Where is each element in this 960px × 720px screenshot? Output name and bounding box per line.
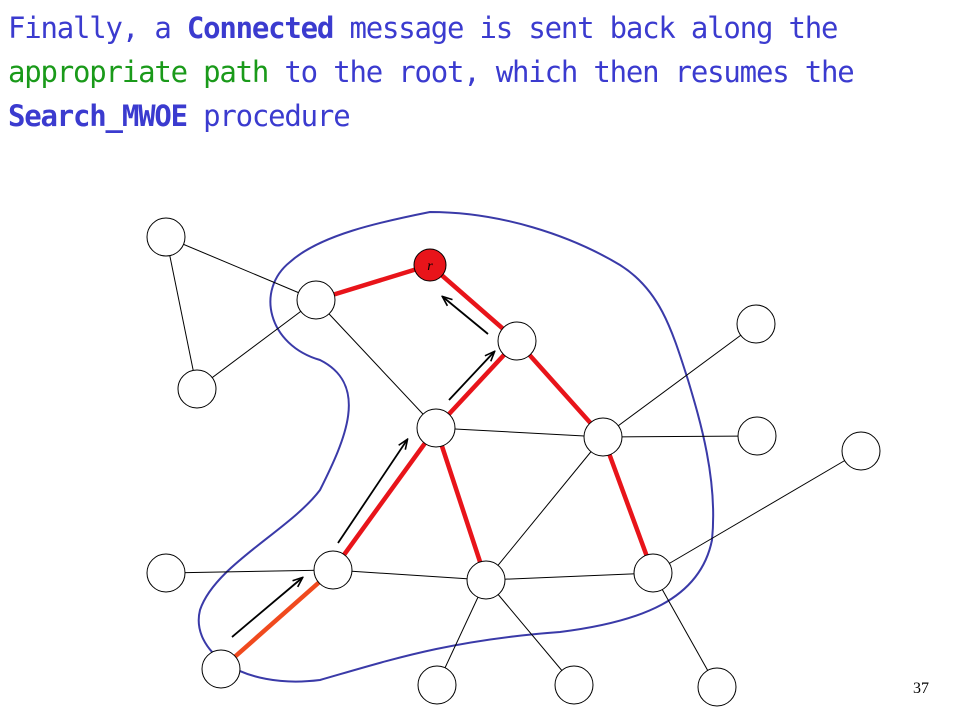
graph-edge	[652, 572, 718, 688]
graph-node	[497, 321, 537, 361]
page-number: 37	[913, 680, 929, 697]
graph-edge	[485, 572, 654, 581]
graph-node	[697, 667, 737, 707]
graph-edge	[315, 299, 437, 429]
graph-node	[417, 665, 457, 705]
graph-node	[466, 560, 506, 600]
graph-node	[177, 369, 217, 409]
graph-edge	[165, 236, 317, 301]
tree-edge	[315, 262, 431, 303]
root-label: r	[427, 259, 433, 274]
graph-edge	[196, 299, 317, 390]
title-part-1: Connected	[186, 11, 335, 45]
graph-edge	[602, 323, 757, 438]
tree-edge	[434, 339, 519, 430]
graph-edge	[165, 569, 334, 574]
title-part-5: Search_MWOE	[8, 99, 188, 133]
graph-node	[736, 304, 776, 344]
graph-node	[416, 408, 456, 448]
tree-edge	[600, 436, 656, 574]
message-arrow	[231, 578, 302, 638]
graph-edge	[332, 569, 487, 581]
graph-node	[841, 431, 881, 471]
graph-edge	[165, 236, 198, 390]
message-edge	[219, 568, 335, 671]
tree-edge	[433, 427, 489, 581]
graph-node	[146, 217, 186, 257]
title-part-4: to the root, which then resumes the	[268, 55, 854, 89]
tree-edge	[515, 339, 605, 439]
graph-node	[583, 417, 623, 457]
graph-node	[633, 553, 673, 593]
graph-node	[146, 553, 186, 593]
graph-node	[737, 416, 777, 456]
graph-edge	[652, 450, 862, 574]
title-part-2: message is sent back along the	[333, 11, 838, 45]
title-part-6: procedure	[186, 99, 351, 133]
graph-edge	[485, 436, 604, 581]
message-arrow	[337, 440, 407, 544]
graph-node	[201, 649, 241, 689]
tree-edge	[331, 426, 438, 572]
message-arrow	[443, 297, 489, 335]
message-arrow	[448, 352, 494, 401]
title-part-0: Finally, a	[8, 11, 187, 45]
root-node	[413, 248, 447, 282]
title-part-3: appropriate path	[8, 55, 269, 89]
slide-title: Finally, a Connected message is sent bac…	[8, 6, 953, 138]
fragment-boundary	[197, 210, 715, 683]
graph-node	[296, 280, 336, 320]
graph-node	[554, 665, 594, 705]
graph-edge	[435, 427, 604, 438]
graph-node	[313, 550, 353, 590]
graph-edge	[602, 435, 758, 438]
graph-edge	[485, 579, 575, 686]
